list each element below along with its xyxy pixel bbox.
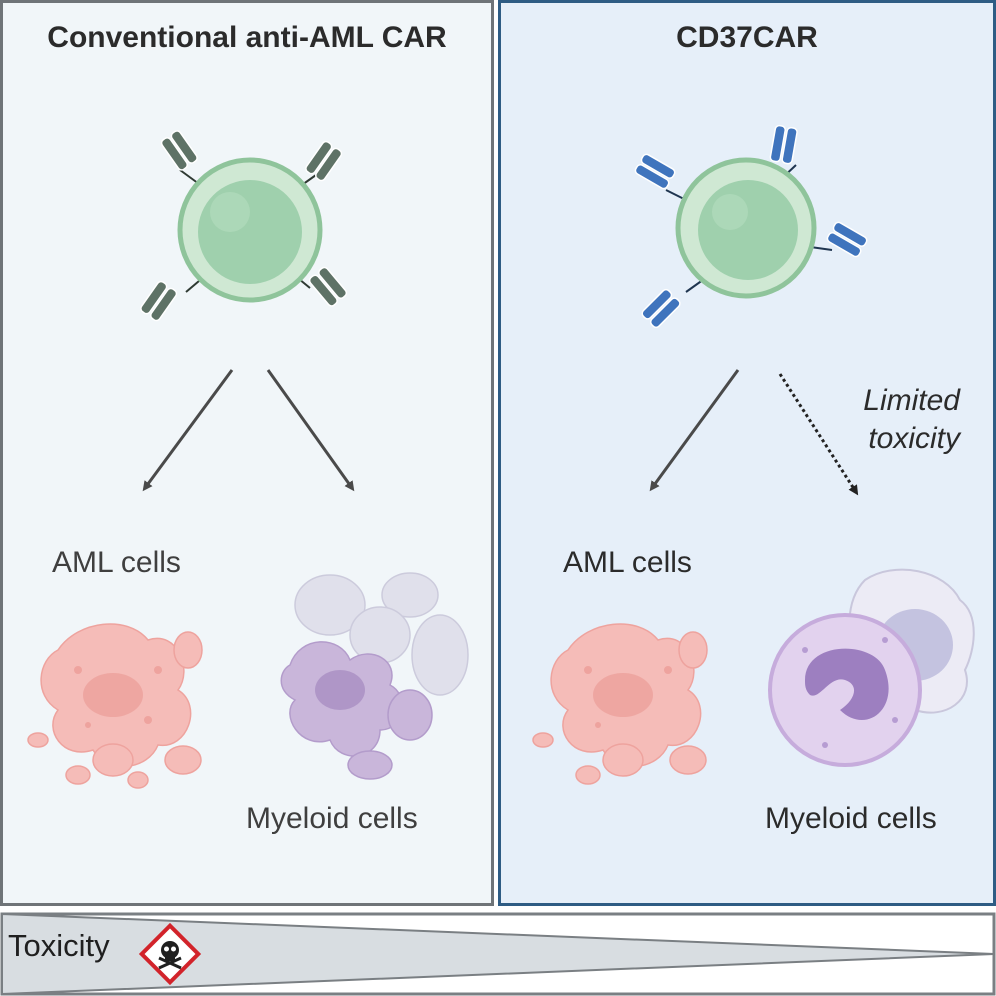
dotted-arrow-to-myeloid bbox=[778, 373, 859, 496]
lysed-myeloid-cells-icon bbox=[280, 572, 469, 780]
arrow-to-myeloid bbox=[266, 369, 355, 492]
panel-title: Conventional anti-AML CAR bbox=[47, 21, 447, 54]
toxicity-label: Toxicity bbox=[8, 928, 110, 963]
conventional-car-panel: Conventional anti-AML CAR bbox=[0, 0, 494, 906]
panel-title: CD37CAR bbox=[676, 21, 818, 54]
intact-myeloid-cells-icon bbox=[768, 568, 975, 767]
aml-cells-label: AML cells bbox=[563, 546, 692, 579]
car-receptor-icon bbox=[140, 130, 348, 322]
arrow-to-aml bbox=[649, 369, 740, 492]
arrow-to-aml bbox=[142, 369, 234, 492]
car-t-cell-icon bbox=[140, 130, 348, 322]
myeloid-cells-label: Myeloid cells bbox=[765, 802, 937, 835]
cd37-car-t-cell-icon bbox=[634, 124, 868, 329]
skull-hazard-icon bbox=[138, 922, 202, 986]
car-receptor-icon bbox=[634, 124, 868, 329]
arrows-layer bbox=[142, 369, 859, 496]
myeloid-cells-label: Myeloid cells bbox=[246, 802, 418, 835]
lysed-aml-cells-icon bbox=[532, 623, 708, 785]
cd37car-panel: CD37CAR bbox=[498, 0, 996, 906]
aml-cells-label: AML cells bbox=[52, 546, 181, 579]
lysed-aml-cells-icon bbox=[27, 623, 203, 789]
limited-toxicity-label: Limited toxicity bbox=[863, 384, 960, 455]
